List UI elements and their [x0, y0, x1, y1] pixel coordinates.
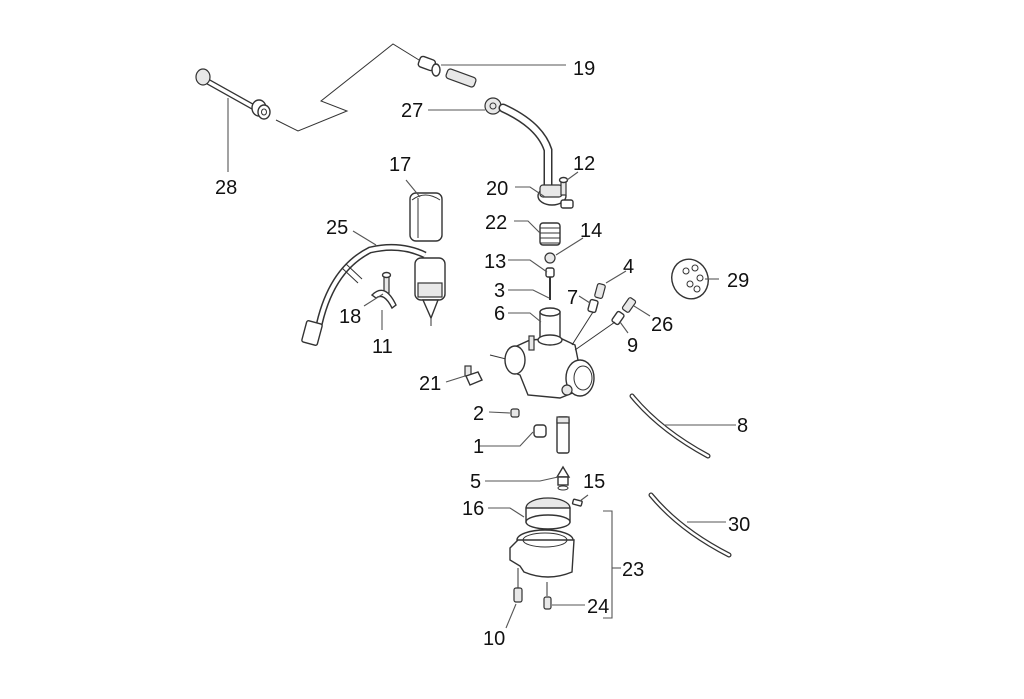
- carburettor-body[interactable]: [489, 334, 595, 399]
- callout-21[interactable]: 21: [419, 373, 441, 395]
- callout-24[interactable]: 24: [587, 596, 609, 618]
- callout-2[interactable]: 2: [473, 403, 484, 425]
- callout-13[interactable]: 13: [484, 251, 506, 273]
- part-13-needle-holder[interactable]: [545, 267, 555, 278]
- part-22-spring[interactable]: [539, 222, 561, 246]
- part-4-screw[interactable]: [594, 283, 606, 299]
- callout-16[interactable]: 16: [462, 498, 484, 520]
- callout-4[interactable]: 4: [623, 256, 634, 278]
- part-29-plate[interactable]: [666, 254, 714, 304]
- part-1-jet[interactable]: [533, 424, 547, 438]
- callout-10[interactable]: 10: [483, 628, 505, 650]
- part-14-clip[interactable]: [544, 252, 556, 264]
- callout-17[interactable]: 17: [389, 154, 411, 176]
- part-27-nut[interactable]: [484, 97, 502, 115]
- part-25-auto-choke[interactable]: [301, 243, 446, 346]
- part-24-screw[interactable]: [543, 582, 552, 610]
- emulsion-tube[interactable]: [556, 416, 570, 454]
- callout-8[interactable]: 8: [737, 415, 748, 437]
- callout-6[interactable]: 6: [494, 303, 505, 325]
- part-5-float-needle[interactable]: [555, 465, 571, 491]
- part-16-float[interactable]: [525, 497, 571, 530]
- callout-7[interactable]: 7: [567, 287, 578, 309]
- callout-14[interactable]: 14: [580, 220, 602, 242]
- part-6-slide[interactable]: [539, 307, 561, 343]
- callout-12[interactable]: 12: [573, 153, 595, 175]
- part-2-jet[interactable]: [510, 408, 520, 418]
- part-28-bolt[interactable]: [195, 68, 271, 120]
- part-10-screw[interactable]: [513, 568, 523, 603]
- callout-22[interactable]: 22: [485, 212, 507, 234]
- part-17-cover[interactable]: [409, 192, 443, 242]
- callout-25[interactable]: 25: [326, 217, 348, 239]
- callout-20[interactable]: 20: [486, 178, 508, 200]
- callout-5[interactable]: 5: [470, 471, 481, 493]
- part-21-screw[interactable]: [464, 365, 483, 386]
- part-30-hose[interactable]: [648, 492, 732, 558]
- callout-11[interactable]: 11: [372, 336, 393, 358]
- callout-27[interactable]: 27: [401, 100, 423, 122]
- callout-28[interactable]: 28: [215, 177, 237, 199]
- callout-30[interactable]: 30: [728, 514, 750, 536]
- leader-lines: [227, 64, 736, 629]
- callout-labels: 28 19 27 17 12 20 25 22 14 13 4 29 3 7 1…: [215, 58, 750, 650]
- part-18-screw[interactable]: [381, 271, 392, 294]
- part-19-fitting[interactable]: [417, 55, 477, 88]
- part-20-valve-head[interactable]: [537, 184, 574, 209]
- break-line: [275, 43, 420, 132]
- part-15-pin[interactable]: [571, 498, 583, 507]
- part-7-spring[interactable]: [587, 298, 599, 314]
- callout-23[interactable]: 23: [622, 559, 644, 581]
- callout-19[interactable]: 19: [573, 58, 595, 80]
- callout-1[interactable]: 1: [473, 436, 484, 458]
- callout-29[interactable]: 29: [727, 270, 749, 292]
- callout-3[interactable]: 3: [494, 280, 505, 302]
- callout-15[interactable]: 15: [583, 471, 605, 493]
- float-bowl[interactable]: [509, 529, 575, 578]
- callout-9[interactable]: 9: [627, 335, 638, 357]
- part-12-screw[interactable]: [558, 176, 569, 196]
- part-8-hose[interactable]: [629, 393, 711, 459]
- callout-26[interactable]: 26: [651, 314, 673, 336]
- part-26-screw[interactable]: [621, 297, 637, 313]
- callout-18[interactable]: 18: [339, 306, 361, 328]
